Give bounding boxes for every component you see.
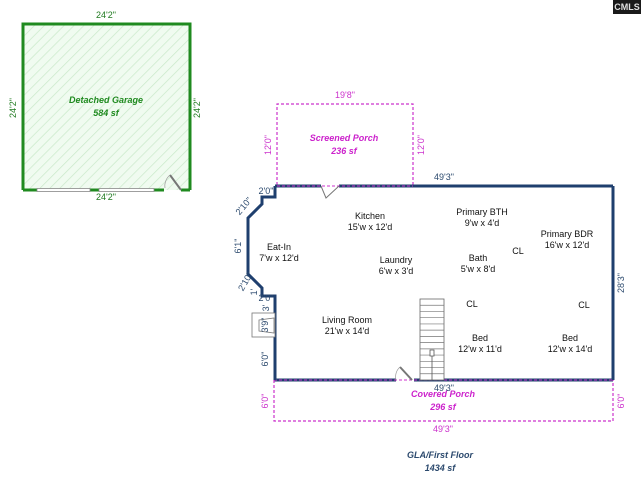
- room-living-room: Living Room 21'w x 14'd: [322, 315, 372, 336]
- screened-porch: 19'8" 12'0" 12'0" Screened Porch 236 sf: [263, 90, 426, 185]
- house-dim-bay-short: 1': [249, 288, 259, 295]
- room-size: 7'w x 12'd: [259, 253, 298, 263]
- garage-door-right: [98, 188, 155, 192]
- room-name: Primary BDR: [541, 229, 594, 239]
- house-dim-left-lower-a: 3': [261, 304, 271, 311]
- house-dim-fireplace: 3'9": [260, 318, 270, 333]
- house-dim-top: 49'3": [434, 172, 454, 182]
- room-eat-in: Eat-In 7'w x 12'd: [259, 242, 298, 263]
- room-bed-1: Bed 12'w x 11'd: [458, 333, 502, 354]
- room-name: Primary BTH: [456, 207, 508, 217]
- garage-floor: [23, 24, 190, 190]
- covered-porch-title: Covered Porch: [411, 389, 476, 399]
- room-size: 12'w x 11'd: [458, 344, 502, 354]
- covered-porch-dim-right: 6'0": [616, 394, 626, 409]
- covered-porch-dim-bottom: 49'3": [433, 424, 453, 434]
- room-size: 5'w x 8'd: [461, 264, 495, 274]
- room-name: Living Room: [322, 315, 372, 325]
- room-size: 16'w x 12'd: [545, 240, 589, 250]
- house-dim-bay-top-jog: 2'0": [259, 186, 274, 196]
- room-size: 9'w x 4'd: [465, 218, 499, 228]
- fireplace-hearth: [258, 317, 275, 334]
- screened-porch-outline: [276, 103, 414, 185]
- cmls-logo: CMLS: [613, 0, 641, 14]
- kitchen-door: [320, 185, 340, 199]
- garage-dim-top: 24'2": [96, 10, 116, 20]
- garage-door-swing: [164, 174, 171, 189]
- room-kitchen: Kitchen 15'w x 12'd: [348, 211, 392, 232]
- closet-label: CL: [512, 246, 524, 256]
- room-name: Bed: [562, 333, 578, 343]
- main-house: 49'3" 49'3" 28'3" 2'0" 2'10" 6'1" 2'10" …: [233, 172, 626, 473]
- room-name: Eat-In: [267, 242, 291, 252]
- screened-porch-dim-left: 12'0": [263, 135, 273, 155]
- room-name: Laundry: [380, 255, 413, 265]
- garage-title: Detached Garage: [69, 95, 143, 105]
- screened-porch-title: Screened Porch: [310, 133, 379, 143]
- house-dim-left-lower-b: 6'0": [260, 352, 270, 367]
- room-size: 6'w x 3'd: [379, 266, 413, 276]
- covered-porch-area: 296 sf: [429, 402, 457, 412]
- screened-porch-dim-top: 19'8": [335, 90, 355, 100]
- screened-porch-area: 236 sf: [330, 146, 358, 156]
- room-size: 15'w x 12'd: [348, 222, 392, 232]
- main-floor-area: 1434 sf: [425, 463, 457, 473]
- house-wall-left-bay: [246, 186, 277, 380]
- house-dim-bay-bottom-jog: 2'0": [259, 293, 274, 303]
- covered-porch-dim-left: 6'0": [260, 394, 270, 409]
- closet-label: CL: [466, 299, 478, 309]
- screened-porch-dim-right: 12'0": [416, 135, 426, 155]
- room-bath: Bath 5'w x 8'd: [461, 253, 495, 274]
- room-bed-2: Bed 12'w x 14'd: [548, 333, 592, 354]
- house-dim-bay-center: 6'1": [233, 239, 243, 254]
- room-primary-bath: Primary BTH 9'w x 4'd: [456, 207, 508, 228]
- garage-dim-bottom: 24'2": [96, 192, 116, 202]
- room-name: Bath: [469, 253, 488, 263]
- house-dim-bottom: 49'3": [434, 383, 454, 393]
- front-door: [399, 366, 413, 381]
- staircase: [419, 298, 445, 381]
- main-floor-title: GLA/First Floor: [407, 450, 473, 460]
- garage-wall: [21, 22, 192, 190]
- room-name: Bed: [472, 333, 488, 343]
- covered-porch: Covered Porch 296 sf 49'3" 6'0" 6'0": [260, 380, 626, 434]
- covered-porch-outline: [273, 380, 614, 422]
- room-laundry: Laundry 6'w x 3'd: [379, 255, 413, 276]
- room-size: 12'w x 14'd: [548, 344, 592, 354]
- detached-garage: 24'2" 24'2" 24'2" 24'2" Detached Garage …: [8, 10, 202, 202]
- front-door-swing: [395, 366, 401, 381]
- garage-dim-right: 24'2": [192, 98, 202, 118]
- stair-arrow-head: [429, 349, 435, 357]
- garage-door-left: [36, 188, 91, 192]
- house-dim-right: 28'3": [616, 273, 626, 293]
- closet-label: CL: [578, 300, 590, 310]
- garage-dim-left: 24'2": [8, 98, 18, 118]
- room-primary-bedroom: Primary BDR 16'w x 12'd: [541, 229, 594, 250]
- room-size: 21'w x 14'd: [325, 326, 369, 336]
- room-name: Kitchen: [355, 211, 385, 221]
- garage-area: 584 sf: [93, 108, 120, 118]
- garage-entry-door: [169, 174, 182, 191]
